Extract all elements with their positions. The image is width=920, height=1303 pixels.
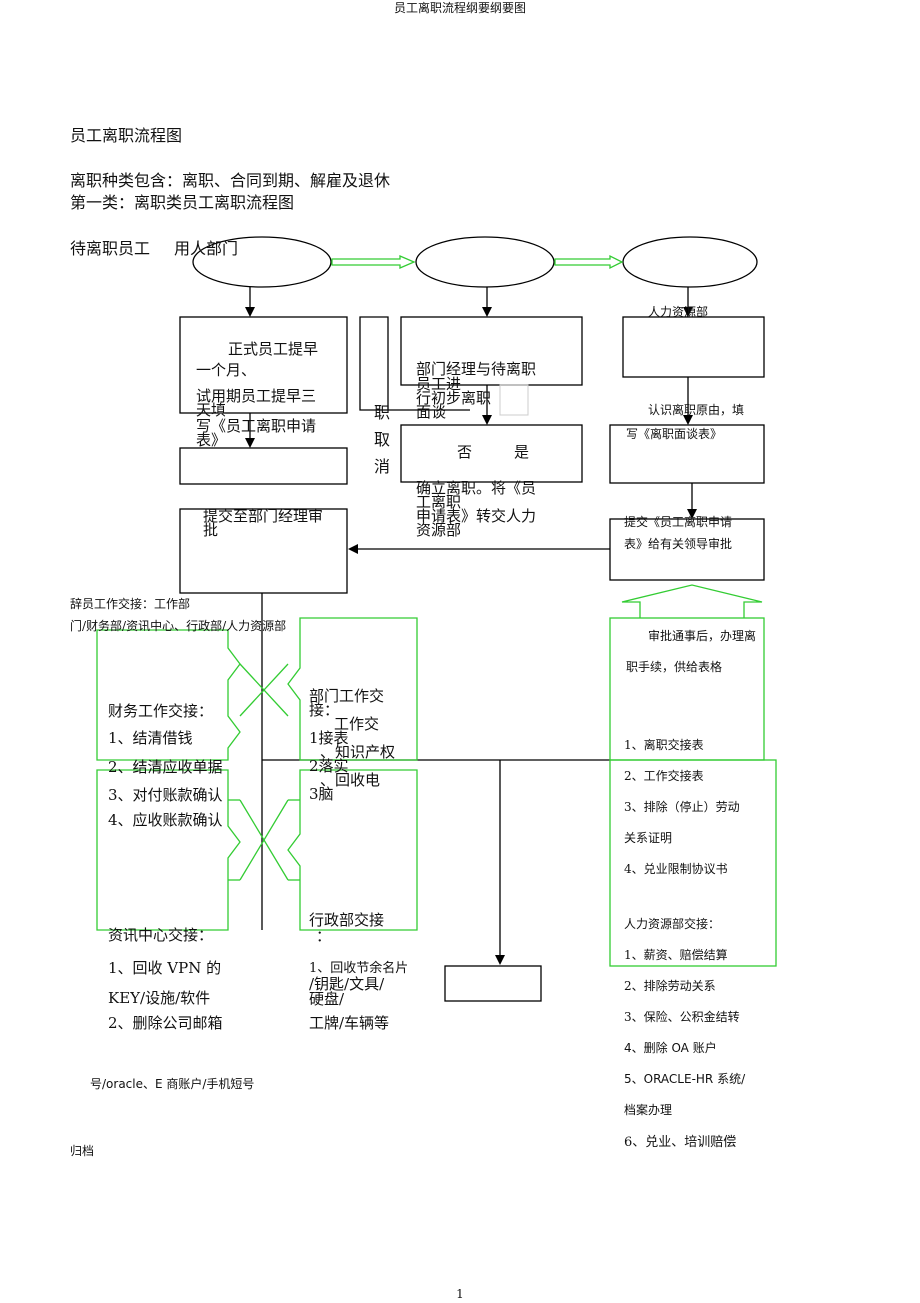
finance-item-4: 4、应收账款确认	[108, 811, 223, 829]
it-center-box	[96, 769, 241, 931]
category-line: 第一类：离职类员工离职流程图	[70, 193, 295, 212]
dept-work-box	[287, 617, 418, 761]
archive-label: 归档	[70, 1144, 95, 1158]
handover-intro-line2: 门/财务部/资讯中心、行政部/人力资源部	[70, 619, 287, 633]
dept-work-line7: 、回收电	[320, 771, 381, 789]
manager-ellipse	[415, 236, 555, 288]
interview-line4: 面谈	[416, 403, 447, 421]
decision-line1: 确立离职。将《员	[416, 479, 537, 497]
hr-form-2: 2、工作交接表	[624, 769, 704, 783]
admin-line5: 硬盘/	[309, 990, 345, 1008]
submit-manager-line1: 提交至部门经理审	[203, 507, 324, 525]
finance-item-1: 1、结清借钱	[108, 729, 193, 747]
finance-item-2: 2、结清应收单据	[108, 758, 223, 776]
types-line: 离职种类包含：离职、合同到期、解雇及退休	[70, 171, 391, 190]
admin-line1: 行政部交接	[309, 911, 385, 929]
interview-line3: 行初步离职	[416, 389, 492, 407]
dept-work-line1: 部门工作交	[309, 687, 385, 705]
decision-line4: 资源部	[416, 521, 462, 539]
hr-submit-line2: 表》给有关领导审批	[624, 537, 733, 551]
cancel-char-3: 消	[374, 457, 391, 476]
hr-handover-3: 3、保险、公积金结转	[624, 1010, 740, 1024]
decision-yes: 是	[514, 443, 530, 461]
finance-title: 财务工作交接：	[108, 702, 214, 720]
dept-work-line4: 1接表	[309, 729, 349, 747]
it-item-4: 号/oracle、E 商账户/手机短号	[90, 1077, 255, 1091]
admin-line2: ：	[316, 927, 332, 945]
it-item-1: 1、回收 VPN 的	[108, 959, 222, 977]
admin-line3: 1、回收节余名片	[309, 961, 409, 976]
hr-process-box-lower	[609, 759, 777, 967]
hr-reason-line2: 写《离职面谈表》	[626, 427, 723, 441]
hr-handover-5b: 档案办理	[624, 1103, 673, 1117]
hr-ellipse	[622, 236, 758, 288]
employee-box-line3: 试用期员工提早三	[196, 387, 317, 405]
it-item-2: KEY/设施/软件	[108, 989, 211, 1007]
finance-box	[96, 629, 241, 761]
employee-box-line6: 表》	[196, 431, 227, 449]
employee-apply-box	[179, 316, 348, 414]
hr-handover-6: 6、兑业、培训赔偿	[624, 1135, 737, 1150]
admin-line6: 工牌/车辆等	[309, 1014, 390, 1032]
dept-work-line6: 2落实	[309, 757, 349, 775]
employee-box-line2: 一个月、	[196, 361, 257, 379]
hr-form-1: 1、离职交接表	[624, 738, 704, 752]
green-arrow-1	[331, 255, 416, 269]
cancel-char-1: 职	[374, 403, 391, 422]
admin-line4: /钥匙/文具/	[309, 975, 385, 993]
green-arrow-2	[554, 254, 624, 270]
employee-box-line4: 天填	[196, 401, 227, 419]
hr-handover-2: 2、排除劳动关系	[624, 979, 716, 993]
interview-line1: 部门经理与待离职	[416, 360, 537, 378]
manager-interview-box	[400, 316, 583, 386]
lane-employee: 待离职员工	[70, 239, 151, 258]
admin-box	[287, 769, 418, 931]
decision-no: 否	[457, 443, 473, 461]
handover-intro-line1: 辞员工作交接：工作部	[70, 597, 191, 611]
submit-manager-line2: 批	[203, 521, 219, 539]
dept-work-line8: 3脑	[309, 785, 334, 803]
hr-submit-line1: 提交《员工离职申请	[624, 515, 733, 529]
dept-work-line5: 、知识产权	[320, 743, 396, 761]
lane-hr: 人力资源部	[648, 305, 709, 319]
hr-form-3: 3、排除（停止）劳动	[624, 800, 740, 814]
hr-handover-1: 1、薪资、赔偿结算	[624, 948, 728, 962]
lane-dept: 用人部门	[174, 239, 239, 258]
interview-line2: 员工进	[416, 375, 462, 393]
page-title: 员工离职流程图	[70, 126, 183, 145]
hr-handover-4: 4、删除 OA 账户	[624, 1041, 717, 1055]
hr-box	[622, 316, 765, 378]
employee-box-line1: 正式员工提早	[228, 340, 319, 358]
page-header-title: 员工离职流程纲要纲要图	[393, 1, 526, 15]
archive-box	[444, 965, 542, 1002]
cancel-char-2: 取	[374, 430, 391, 449]
decision-line3: 申请表》转交人力	[416, 507, 537, 525]
cancel-bracket	[359, 316, 389, 411]
hr-handover-title: 人力资源部交接：	[624, 917, 721, 931]
employee-box-line5: 写《员工离职申请	[196, 417, 317, 435]
dept-work-line2: 接：	[309, 701, 340, 719]
hr-process-line2: 职手续，供给表格	[626, 660, 723, 674]
hr-handover-5: 5、ORACLE-HR 系统/	[624, 1072, 746, 1086]
hr-reason-box	[609, 424, 765, 484]
employee-dept-ellipse	[192, 236, 332, 288]
hr-reason-line1: 认识离职原由，填	[648, 403, 745, 417]
decision-line2: 工离职	[416, 493, 462, 511]
hr-form-4: 4、兑业限制协议书	[624, 862, 728, 876]
it-item-3: 2、删除公司邮箱	[108, 1014, 223, 1032]
it-title: 资讯中心交接：	[108, 926, 214, 944]
dept-work-line3: 工作交	[334, 715, 380, 733]
page-number: 1	[456, 1287, 464, 1301]
apply-continuation-box	[179, 447, 348, 485]
submit-manager-box	[179, 508, 348, 594]
finance-item-3: 3、对付账款确认	[108, 786, 223, 804]
decision-box	[400, 424, 583, 483]
hr-process-line1: 审批通事后，办理离	[648, 629, 757, 643]
hr-form-3b: 关系证明	[624, 831, 673, 845]
green-up-arrow	[621, 584, 763, 618]
